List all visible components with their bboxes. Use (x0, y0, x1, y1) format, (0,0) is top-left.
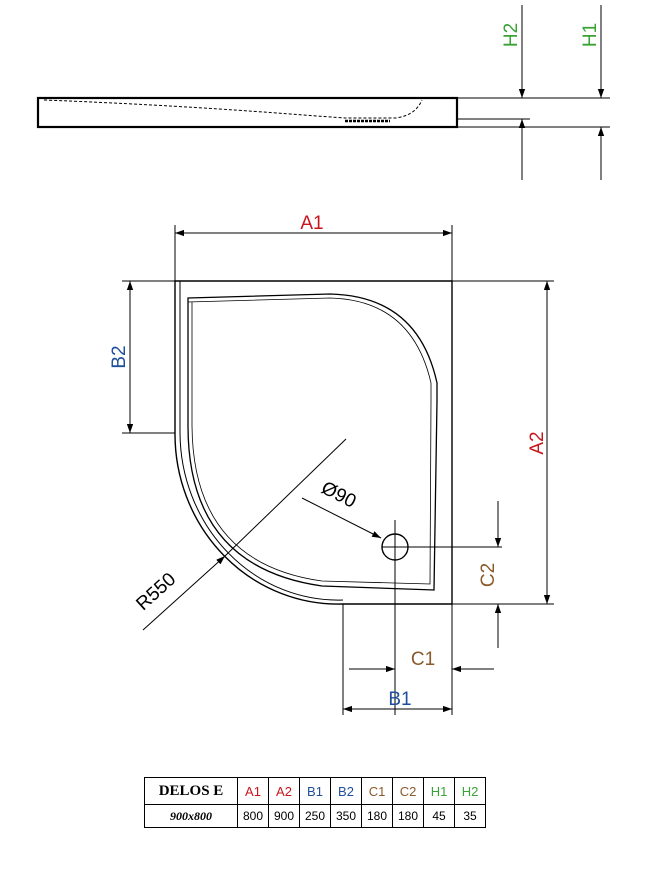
drain-leader (301, 497, 382, 539)
drain-label: Ø90 (318, 478, 360, 513)
a1-label: A1 (300, 213, 323, 234)
b1-label: B1 (388, 689, 411, 710)
tray-profile (36, 96, 459, 129)
spec-table: DELOS E A1 A2 B1 B2 C1 C2 H1 H2 900x800 … (144, 777, 486, 828)
col-b1-key: B1 (299, 777, 331, 805)
h1-label: H1 (580, 23, 601, 47)
col-h1-key: H1 (423, 777, 455, 805)
model-size: 900x800 (144, 804, 238, 828)
tray-outline (174, 280, 453, 605)
col-h2-value: 35 (454, 804, 486, 828)
tray-basin (187, 293, 438, 591)
col-c2-value: 180 (392, 804, 424, 828)
slope-line (43, 99, 423, 119)
col-a2-key: A2 (268, 777, 300, 805)
radius-label: R550 (132, 569, 180, 615)
spec-header-row: DELOS E A1 A2 B1 B2 C1 C2 H1 H2 (144, 777, 486, 805)
h2-label: H2 (501, 23, 522, 47)
col-c2-key: C2 (392, 777, 424, 805)
tray-rim (179, 281, 344, 601)
technical-drawing: H2 H1 (36, 5, 610, 715)
model-name: DELOS E (144, 777, 238, 805)
col-a1-key: A1 (237, 777, 269, 805)
top-view (122, 225, 554, 715)
col-h2-key: H2 (454, 777, 486, 805)
col-b2-value: 350 (330, 804, 362, 828)
a2-label: A2 (527, 431, 548, 454)
col-h1-value: 45 (423, 804, 455, 828)
b2-label: B2 (109, 345, 130, 368)
side-view (36, 5, 610, 180)
c1-label: C1 (411, 649, 435, 670)
c2-label: C2 (478, 563, 499, 587)
col-a1-value: 800 (237, 804, 269, 828)
col-c1-key: C1 (361, 777, 393, 805)
col-a2-value: 900 (268, 804, 300, 828)
spec-value-row: 900x800 800 900 250 350 180 180 45 35 (144, 804, 486, 828)
radius-leader (142, 555, 226, 631)
col-b2-key: B2 (330, 777, 362, 805)
col-b1-value: 250 (299, 804, 331, 828)
col-c1-value: 180 (361, 804, 393, 828)
